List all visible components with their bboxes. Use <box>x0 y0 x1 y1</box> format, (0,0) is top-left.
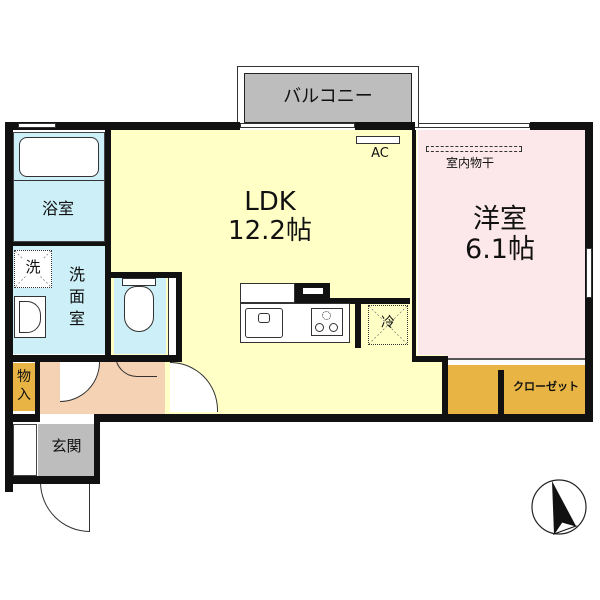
stove-icon <box>311 308 343 336</box>
storage-label: 物 入 <box>17 369 31 403</box>
closet <box>448 365 585 415</box>
entrance-door[interactable] <box>40 482 90 532</box>
indoor-drying-label: 室内物干 <box>445 156 494 170</box>
air-conditioner-icon <box>356 136 400 144</box>
western-room-label: 洋室 6.1帖 <box>465 204 535 265</box>
closet-label: クローゼット <box>513 380 579 393</box>
western-room <box>418 130 586 358</box>
fridge-space: 冷 <box>368 305 408 345</box>
ac-label: AC <box>371 146 389 161</box>
entrance-label: 玄関 <box>51 437 82 455</box>
bathroom-label: 浴室 <box>41 199 74 218</box>
north-arrow-icon <box>530 478 588 536</box>
washroom-label: 洗 面 室 <box>68 265 85 328</box>
bathtub-icon <box>19 137 99 177</box>
storage <box>13 363 35 411</box>
entrance <box>38 424 95 476</box>
washbasin-icon <box>14 296 46 338</box>
kitchen-counter <box>240 283 295 303</box>
sink-icon <box>245 308 283 338</box>
washer-space: 洗 <box>14 250 52 288</box>
balcony: バルコニー <box>237 66 419 128</box>
ldk-label: LDK 12.2帖 <box>228 187 312 246</box>
indoor-drying-rack <box>426 146 522 152</box>
balcony-label: バルコニー <box>283 86 373 107</box>
toilet-icon <box>122 278 156 286</box>
